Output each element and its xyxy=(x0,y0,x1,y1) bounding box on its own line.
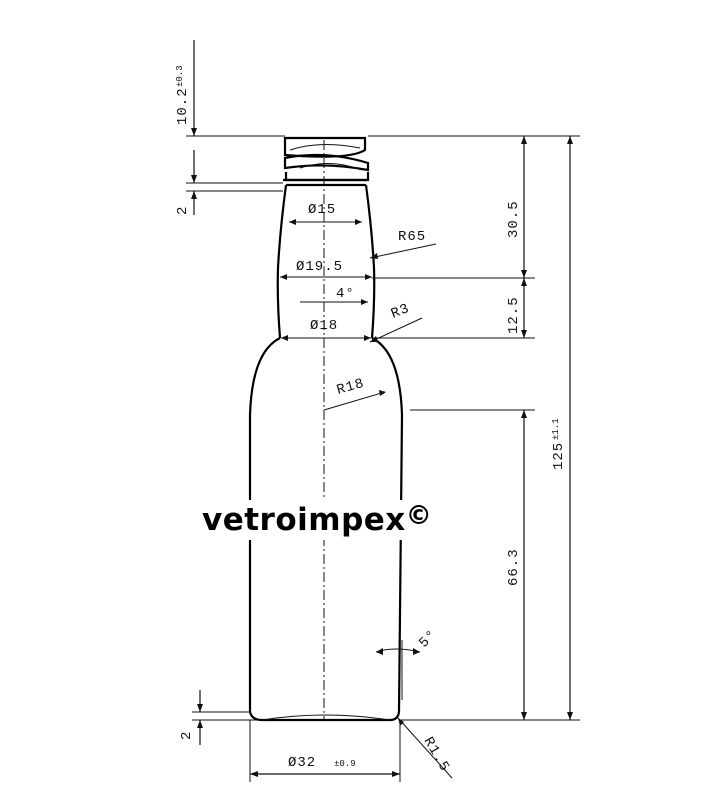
body-height-label: 66.3 xyxy=(506,548,522,586)
neck-taper-angle-label: 4° xyxy=(336,286,355,302)
body-draft-angle-label: 5° xyxy=(416,627,441,652)
brand-backdrop xyxy=(198,500,504,540)
base-height-label: 2 xyxy=(179,731,195,740)
finish-height-tolerance: ±0.3 xyxy=(175,65,185,87)
neck-ring-height-label: 2 xyxy=(175,206,191,215)
neck-radius-label: R65 xyxy=(398,229,426,245)
shoulder-small-radius-label: R3 xyxy=(389,301,412,323)
base-diameter-tolerance: ±0.9 xyxy=(334,759,356,769)
vertical-dimensions-right xyxy=(521,136,573,720)
upper-height-label: 30.5 xyxy=(506,200,522,238)
shoulder-radius-label: R18 xyxy=(335,376,367,399)
draft-angle-marker xyxy=(375,640,421,700)
neck-diameter-lines xyxy=(280,219,372,341)
base-diameter-dimension xyxy=(249,720,401,782)
finish-height-label: 10.2 xyxy=(175,87,191,125)
total-height-label: 125 xyxy=(551,442,567,470)
neck-section-height-label: 12.5 xyxy=(506,296,522,334)
extension-lines-right xyxy=(368,135,580,721)
total-height-tolerance: ±1.1 xyxy=(551,418,561,440)
brand-name: vetroimpex xyxy=(202,502,406,538)
brand-logo: vetroimpex© xyxy=(202,501,432,538)
vertical-dimensions-left xyxy=(191,40,203,745)
neck-base-diameter-label: Ø18 xyxy=(310,318,338,334)
heel-radius-label: R1.5 xyxy=(420,735,453,776)
neck-top-diameter-label: Ø15 xyxy=(308,202,336,218)
neck-mid-diameter-label: Ø19.5 xyxy=(296,259,343,275)
base-diameter-label: Ø32 xyxy=(288,755,316,771)
bottle-outline xyxy=(248,136,404,722)
brand-copyright-symbol: © xyxy=(406,501,433,531)
extension-lines-left xyxy=(186,135,285,721)
